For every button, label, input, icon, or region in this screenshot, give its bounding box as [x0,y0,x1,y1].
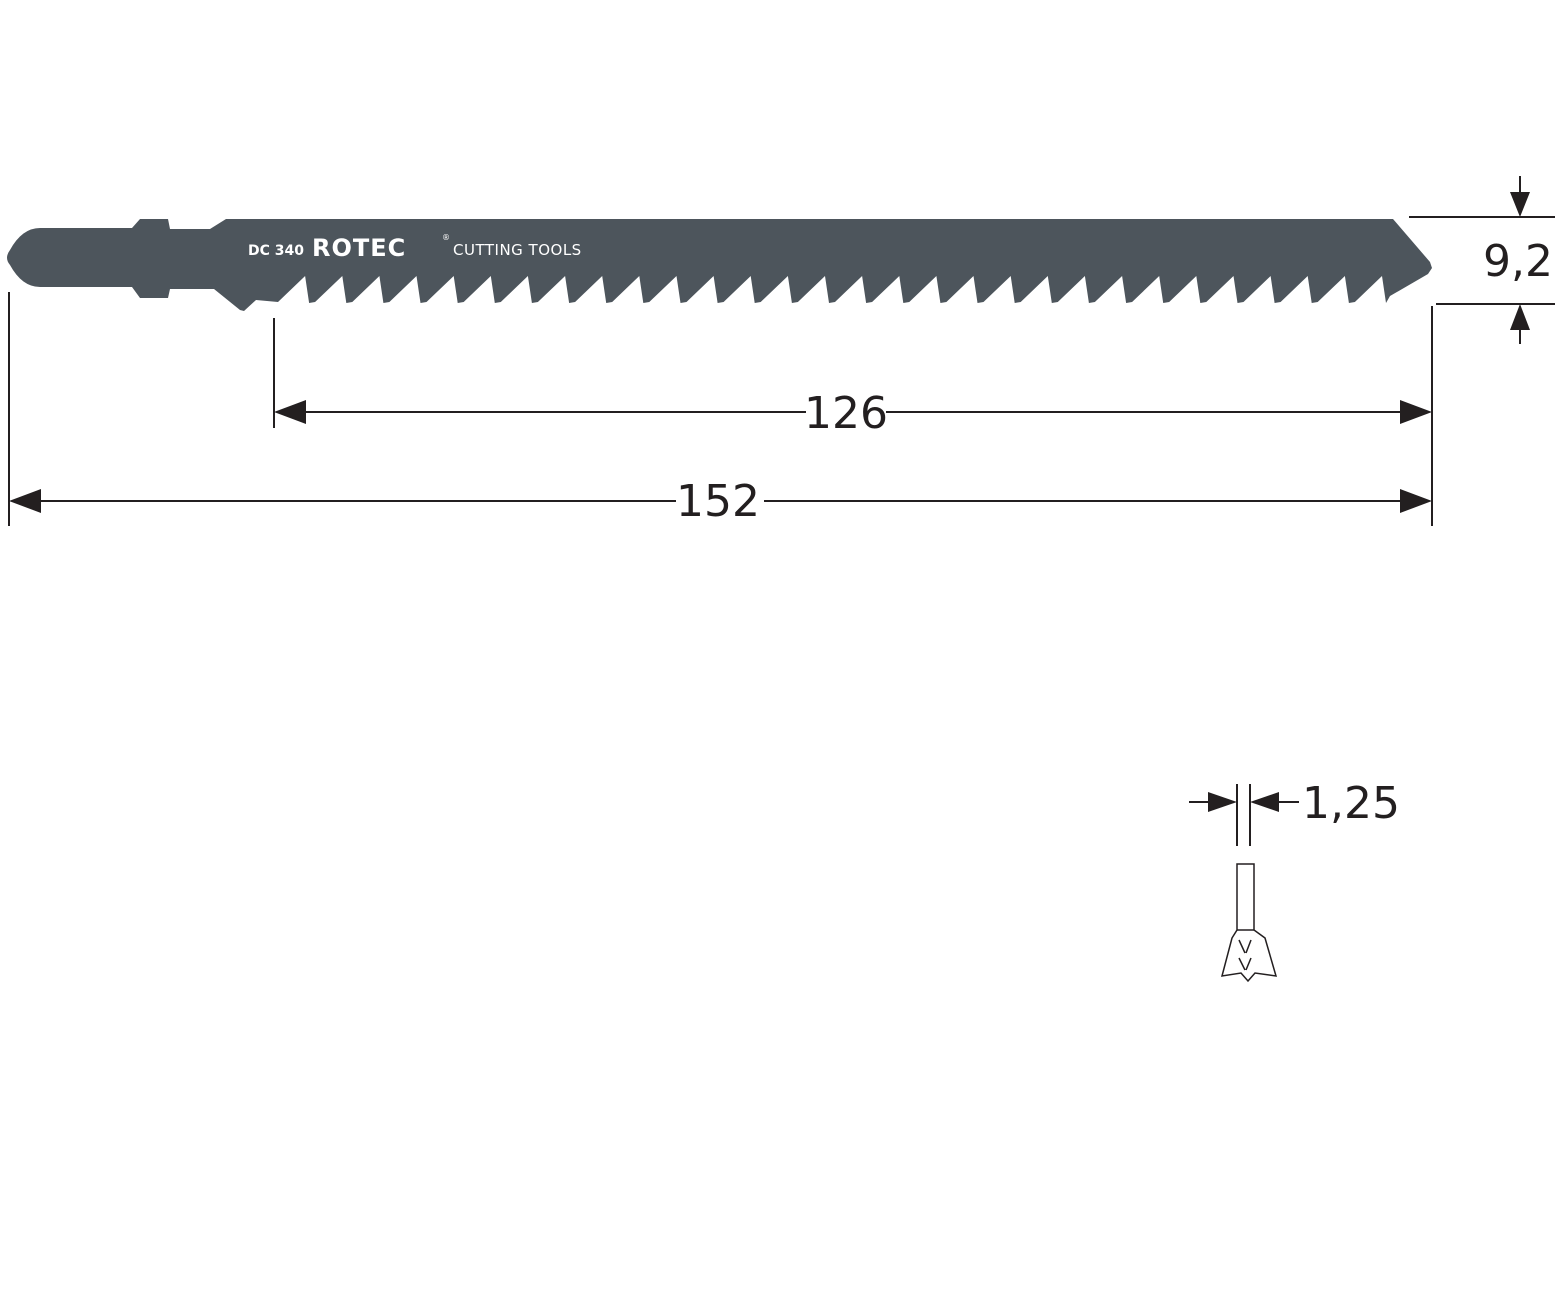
brand-tagline: CUTTING TOOLS [453,241,582,259]
arrow-down-icon [1510,192,1530,217]
saw-blade: DC 340 ROTEC ® CUTTING TOOLS [7,219,1432,311]
arrow-left-icon [9,489,41,513]
total-length-label: 152 [676,476,760,527]
blade-code: DC 340 [248,243,304,259]
toothed-length-dimension: 126 [273,306,1433,526]
arrow-right-icon [1400,400,1432,424]
arrow-up-icon [1510,304,1530,330]
blade-cross-section [1220,863,1278,983]
thickness-label: 1,25 [1302,778,1400,829]
arrow-right-icon [1400,489,1432,513]
arrow-left-icon [1250,792,1279,812]
height-label: 9,2 [1483,236,1553,287]
cross-section-outline [1220,863,1278,983]
total-length-dimension: 152 [8,292,1432,527]
set-tooth-mark [1238,957,1252,971]
blade-body [7,219,1432,311]
arrow-left-icon [274,400,306,424]
brand-logo: ROTEC [312,234,406,262]
set-tooth-mark [1238,939,1252,954]
arrow-right-icon [1208,792,1237,812]
height-dimension: 9,2 [1409,176,1555,344]
toothed-length-label: 126 [804,388,888,439]
registered-mark: ® [442,233,450,242]
thickness-dimension: 1,25 [1189,778,1400,846]
